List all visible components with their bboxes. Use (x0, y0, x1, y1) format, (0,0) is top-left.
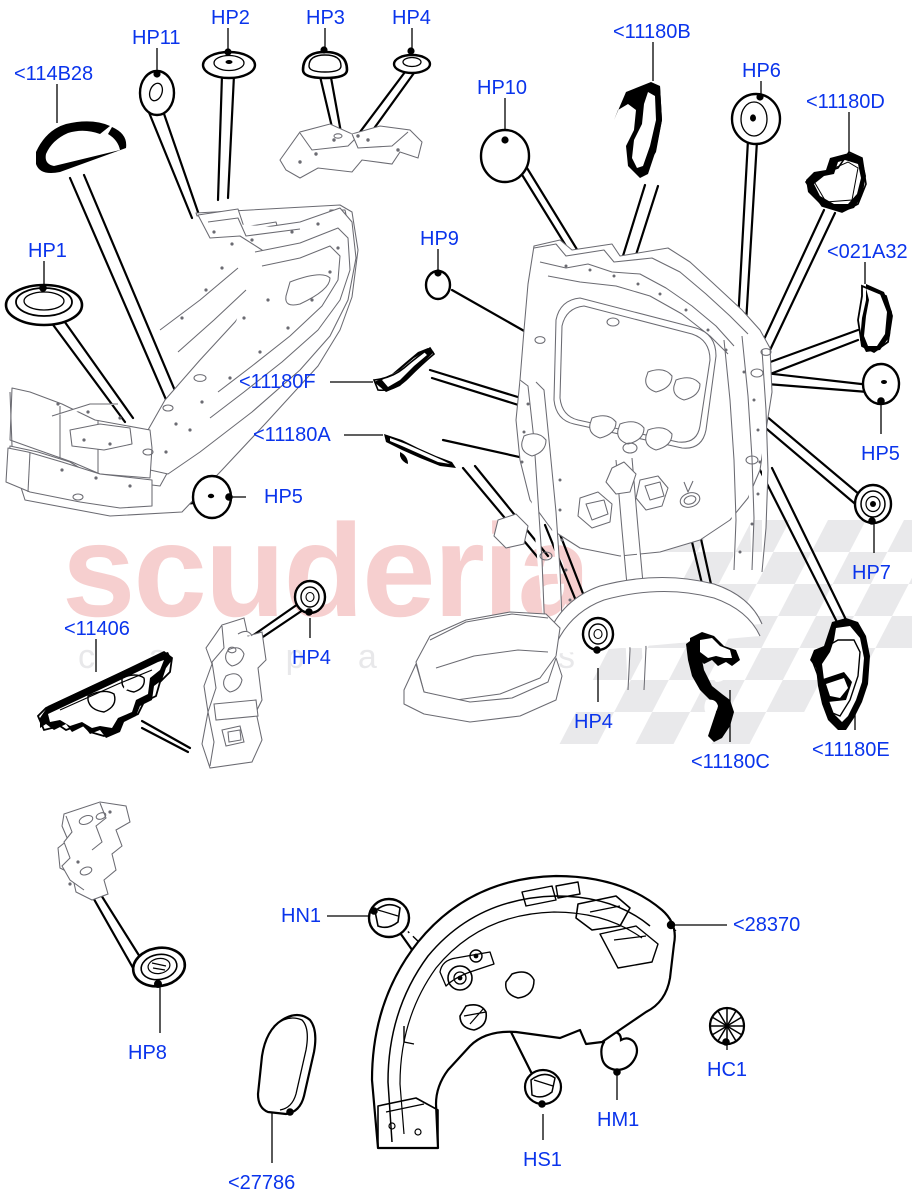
callout-HP10[interactable]: HP10 (477, 77, 528, 99)
part-HP3 (301, 46, 349, 80)
callout-HP6[interactable]: HP6 (742, 60, 781, 82)
part-HP8 (131, 946, 187, 988)
callout-HP5-right[interactable]: HP5 (861, 443, 900, 465)
callout-HC1[interactable]: HC1 (707, 1059, 748, 1081)
part-HP6 (730, 92, 782, 146)
callout-11180D[interactable]: <11180D (806, 91, 885, 113)
small-mounting-bracket (279, 123, 423, 179)
callout-HP1[interactable]: HP1 (28, 240, 67, 262)
callout-HM1[interactable]: HM1 (597, 1109, 640, 1131)
part-HP4-top (392, 47, 432, 75)
part-HP10 (479, 128, 531, 184)
part-HP4-mid (293, 579, 327, 616)
part-HP11 (138, 69, 176, 117)
part-11180E (810, 618, 870, 730)
callout-11180B[interactable]: <11180B (613, 21, 691, 43)
callout-28370[interactable]: <28370 (733, 914, 801, 936)
part-HN1 (367, 897, 411, 939)
part-HP9 (424, 269, 452, 301)
callout-021A32[interactable]: <021A32 (827, 241, 908, 263)
callout-HP3[interactable]: HP3 (306, 7, 345, 29)
callout-HP4-low[interactable]: HP4 (574, 711, 613, 733)
callout-11180C[interactable]: <11180C (691, 751, 770, 773)
part-11180C (686, 632, 740, 742)
part-28370 (370, 874, 676, 1150)
callout-11406[interactable]: <11406 (64, 618, 130, 640)
callout-HN1[interactable]: HN1 (281, 905, 322, 927)
callout-11180F[interactable]: <11180F (239, 371, 316, 393)
part-11180F (372, 346, 436, 392)
part-11180A (384, 434, 456, 468)
callout-HP7[interactable]: HP7 (852, 562, 891, 584)
inner-panel-bracket (201, 617, 267, 769)
callout-114B28[interactable]: <114B28 (14, 63, 94, 85)
callout-11180A[interactable]: <11180A (253, 424, 331, 446)
part-11180B (614, 82, 662, 178)
callout-HP11[interactable]: HP11 (132, 27, 181, 49)
callout-HP5-left[interactable]: HP5 (264, 486, 303, 508)
part-114B28 (36, 121, 127, 173)
callout-HP2[interactable]: HP2 (211, 7, 250, 29)
callout-27786[interactable]: <27786 (228, 1172, 296, 1194)
part-HC1 (708, 1006, 746, 1046)
callout-11180E[interactable]: <11180E (812, 739, 890, 761)
left-rear-quarter-panel-assembly (5, 204, 359, 517)
callout-HP8[interactable]: HP8 (128, 1042, 167, 1064)
part-11180D (804, 150, 867, 213)
callout-HP4-mid[interactable]: HP4 (292, 647, 331, 669)
part-11406 (36, 650, 173, 738)
part-HP7 (853, 483, 893, 525)
callout-HS1[interactable]: HS1 (523, 1149, 562, 1171)
callout-HP4-top[interactable]: HP4 (392, 7, 431, 29)
part-HP5-left (191, 474, 233, 520)
part-021A32 (857, 284, 893, 354)
part-HP2 (201, 48, 257, 80)
part-27786 (256, 1013, 317, 1116)
part-HP1 (4, 283, 84, 327)
part-HS1 (523, 1068, 563, 1108)
lower-rear-panel (57, 801, 131, 901)
callout-HP9[interactable]: HP9 (420, 228, 459, 250)
part-HP5-right (861, 362, 901, 406)
part-HP4-low (581, 616, 615, 654)
